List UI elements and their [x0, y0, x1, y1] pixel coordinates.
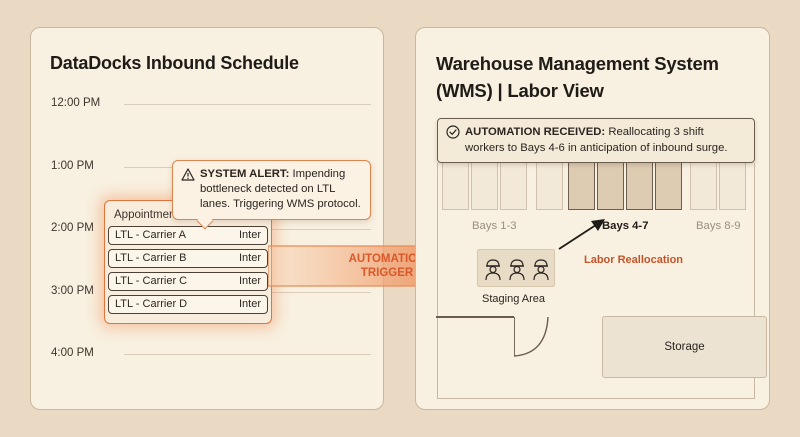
bay-group-label-1-3: Bays 1-3 [472, 220, 517, 232]
banner-prefix: AUTOMATION RECEIVED: [465, 126, 606, 138]
time-divider [124, 104, 371, 105]
bay-3[interactable] [500, 163, 527, 210]
carrier-tag: Inter [238, 252, 261, 264]
bay-4[interactable] [568, 163, 595, 210]
carrier-name: LTL - Carrier D [115, 298, 188, 310]
inbound-schedule-title: DataDocks Inbound Schedule [50, 53, 299, 73]
bay-group-label-8-9: Bays 8-9 [696, 220, 741, 232]
appointment-block-title: Appointments [114, 209, 185, 221]
carrier-tag: Inter [238, 229, 261, 241]
worker-hardhat-icon [509, 259, 525, 281]
carrier-slot-c[interactable]: LTL - Carrier C Inter [108, 272, 268, 291]
staging-area[interactable] [477, 249, 555, 287]
carrier-slot-b[interactable]: LTL - Carrier B Inter [108, 249, 268, 268]
warning-triangle-icon [181, 168, 195, 181]
staging-layer: Staging Area Labor Reallocation Storage [436, 133, 767, 403]
automation-trigger-label: AUTOMATION TRIGGER [337, 252, 437, 280]
wms-title-line-2: (WMS) | Labor View [436, 80, 604, 101]
wms-title: Warehouse Management System (WMS) | Labo… [436, 50, 766, 104]
time-row-4pm: 4:00 PM [51, 347, 371, 361]
time-label: 4:00 PM [51, 347, 94, 359]
worker-hardhat-icon [533, 259, 549, 281]
storage-area[interactable]: Storage [602, 316, 767, 378]
carrier-name: LTL - Carrier C [115, 275, 188, 287]
inbound-schedule-panel: DataDocks Inbound Schedule 12:00 PM 1:00… [30, 27, 384, 410]
appointment-block[interactable]: Appointments LTL - Carrier A Inter LTL -… [104, 200, 272, 324]
warehouse-floorplan [437, 163, 755, 399]
bay-6[interactable] [626, 163, 653, 210]
check-circle-icon [446, 125, 460, 139]
bay-2[interactable] [471, 163, 498, 210]
system-alert-popup: SYSTEM ALERT: Impending bottleneck detec… [172, 160, 371, 230]
bay-9[interactable] [719, 163, 746, 210]
automation-received-banner: AUTOMATION RECEIVED: Reallocating 3 shif… [437, 118, 755, 163]
time-row-12pm: 12:00 PM [51, 97, 371, 111]
bay-group-label-4-7: Bays 4-7 [602, 220, 649, 232]
bay-8[interactable] [690, 163, 717, 210]
bay-gap [536, 163, 563, 210]
staging-area-label: Staging Area [482, 293, 545, 305]
wms-labor-panel: Warehouse Management System (WMS) | Labo… [415, 27, 770, 410]
time-label: 12:00 PM [51, 97, 101, 109]
carrier-slot-a[interactable]: LTL - Carrier A Inter [108, 226, 268, 245]
time-label: 1:00 PM [51, 160, 94, 172]
carrier-name: LTL - Carrier B [115, 252, 187, 264]
banner-message: Reallocating 3 shift workers to Bays 4-6… [465, 126, 728, 154]
time-label: 2:00 PM [51, 222, 94, 234]
wms-title-line-1: Warehouse Management System [436, 53, 719, 74]
door-swing-icon [514, 316, 549, 357]
alert-message: Impending bottleneck detected on LTL lan… [200, 168, 361, 210]
carrier-name: LTL - Carrier A [115, 229, 186, 241]
trigger-line-2: TRIGGER [360, 267, 414, 279]
trigger-line-1: AUTOMATION [348, 253, 426, 265]
carrier-tag: Inter [238, 275, 261, 287]
interior-wall [436, 316, 514, 318]
carrier-slot-d[interactable]: LTL - Carrier D Inter [108, 295, 268, 314]
bay-1[interactable] [442, 163, 469, 210]
alert-prefix: SYSTEM ALERT: [200, 168, 290, 180]
labor-reallocation-arrow [558, 219, 605, 250]
storage-label: Storage [664, 341, 705, 353]
labor-reallocation-label: Labor Reallocation [584, 254, 684, 266]
bay-5[interactable] [597, 163, 624, 210]
time-label: 3:00 PM [51, 285, 94, 297]
carrier-tag: Inter [238, 298, 261, 310]
bay-7[interactable] [655, 163, 682, 210]
floorplan-overlay: Bays 1-3 Bays 4-7 Bays 8-9 [437, 133, 755, 333]
time-divider [124, 354, 371, 355]
worker-hardhat-icon [485, 259, 501, 281]
